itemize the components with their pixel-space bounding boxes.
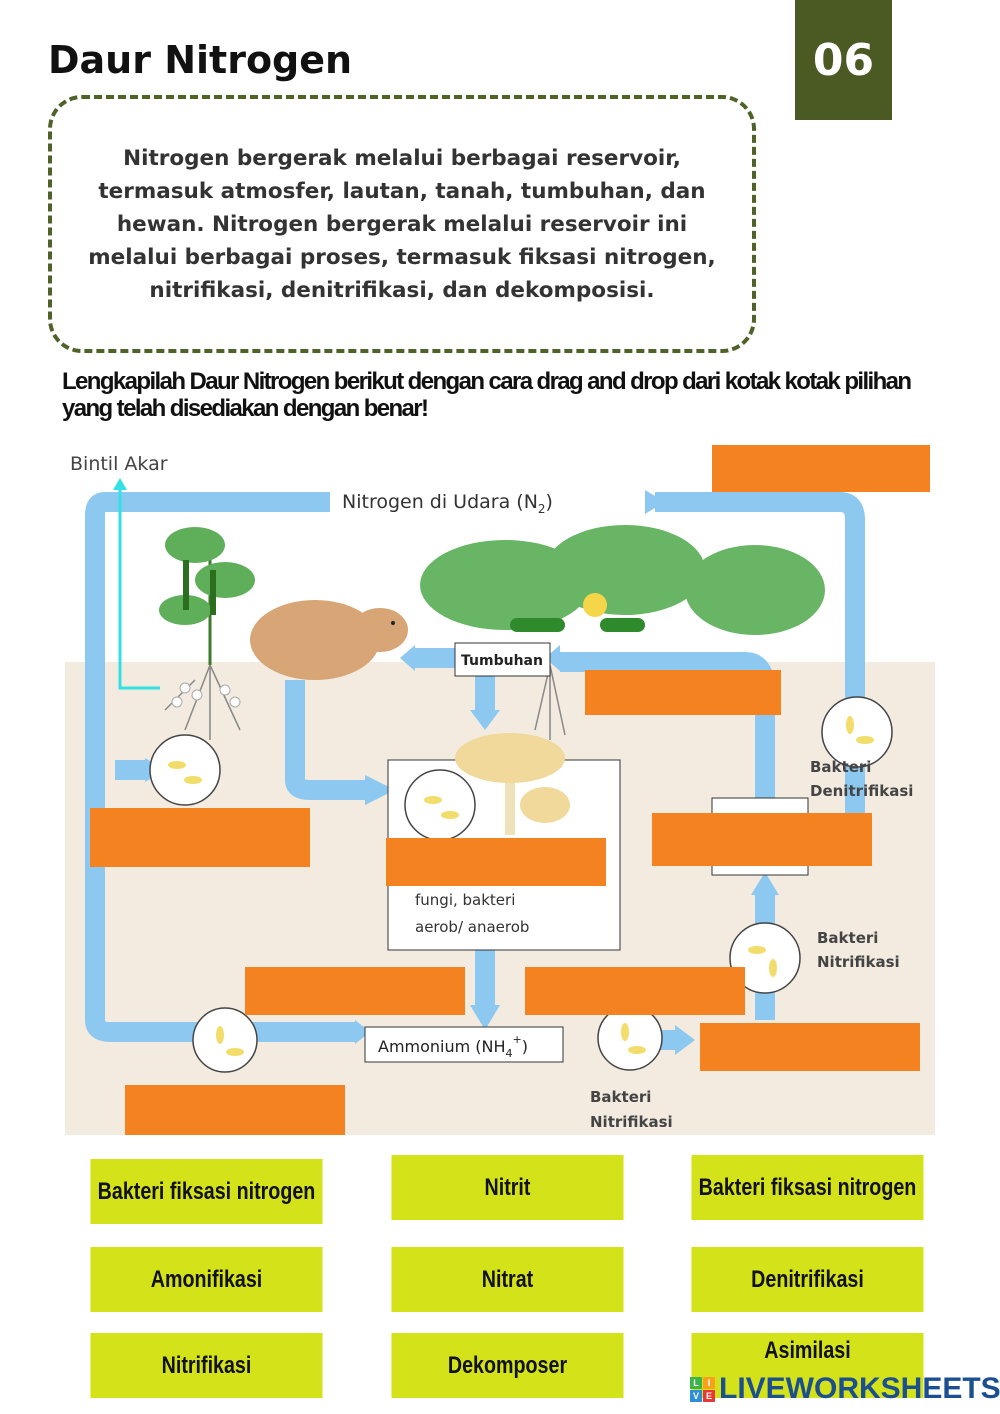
ammonium-label: Ammonium (NH4+) <box>378 1033 528 1060</box>
arrow-air-left <box>85 492 355 1042</box>
drop-target-5[interactable] <box>652 813 872 866</box>
info-box: Nitrogen bergerak melalui berbagai reser… <box>48 95 756 353</box>
svg-text:Denitrifikasi: Denitrifikasi <box>810 782 913 800</box>
svg-text:Bakteri: Bakteri <box>817 929 878 947</box>
option-nitrit[interactable]: Nitrit <box>391 1155 624 1220</box>
option-denitrifikasi[interactable]: Denitrifikasi <box>691 1247 924 1312</box>
option-amonifikasi[interactable]: Amonifikasi <box>90 1247 323 1312</box>
gopher-illustration <box>250 600 408 680</box>
option-nitrifikasi[interactable]: Nitrifikasi <box>90 1333 323 1398</box>
drop-target-4[interactable] <box>386 838 606 886</box>
drop-target-1[interactable] <box>712 445 930 492</box>
nitrogen-air-label: Nitrogen di Udara (N2) <box>342 491 553 516</box>
decomposer-text-1: fungi, bakteri <box>415 891 515 909</box>
decomposer-text-2: aerob/ anaerob <box>415 918 529 936</box>
arrow-denitrification-up <box>655 492 865 820</box>
legume-plant-illustration <box>159 527 255 665</box>
page-number-badge: 06 <box>795 0 892 120</box>
tumbuhan-box <box>454 642 551 677</box>
bintil-akar-label: Bintil Akar <box>70 453 168 475</box>
drop-target-9[interactable] <box>125 1085 345 1135</box>
page-title: Daur Nitrogen <box>48 38 353 82</box>
drop-target-7[interactable] <box>525 967 745 1015</box>
drop-target-2[interactable] <box>585 670 781 715</box>
drop-target-3[interactable] <box>90 808 310 867</box>
svg-text:Bakteri: Bakteri <box>590 1088 651 1106</box>
option-dekomposer[interactable]: Dekomposer <box>391 1333 624 1398</box>
option-bakteri-fiksasi-nitrogen-1[interactable]: Bakteri fiksasi nitrogen <box>90 1159 323 1224</box>
instruction-text: Lengkapilah Daur Nitrogen berikut dengan… <box>62 368 912 422</box>
drop-target-6[interactable] <box>245 967 465 1015</box>
option-bakteri-fiksasi-nitrogen-2[interactable]: Bakteri fiksasi nitrogen <box>691 1155 924 1220</box>
ammonium-box <box>364 1026 564 1063</box>
svg-text:Nitrifikasi: Nitrifikasi <box>817 953 900 971</box>
brand-text: LIVEWORKSHEETS <box>719 1372 1000 1405</box>
svg-text:Nitrifikasi: Nitrifikasi <box>590 1113 673 1131</box>
nitrogen-cycle-diagram: Tumbuhan fungi, bakteri aerob/ anaerob A… <box>65 440 935 1135</box>
drop-target-8[interactable] <box>700 1023 920 1071</box>
squash-plant-illustration <box>420 525 825 635</box>
option-nitrat[interactable]: Nitrat <box>391 1247 624 1312</box>
info-text: Nitrogen bergerak melalui berbagai reser… <box>88 145 716 303</box>
svg-text:Bakteri: Bakteri <box>810 758 871 776</box>
option-asimilasi[interactable]: Asimilasi <box>691 1333 924 1398</box>
mushroom-illustration <box>455 733 570 835</box>
tumbuhan-label: Tumbuhan <box>461 653 543 669</box>
bacteria-circles <box>149 696 893 1073</box>
